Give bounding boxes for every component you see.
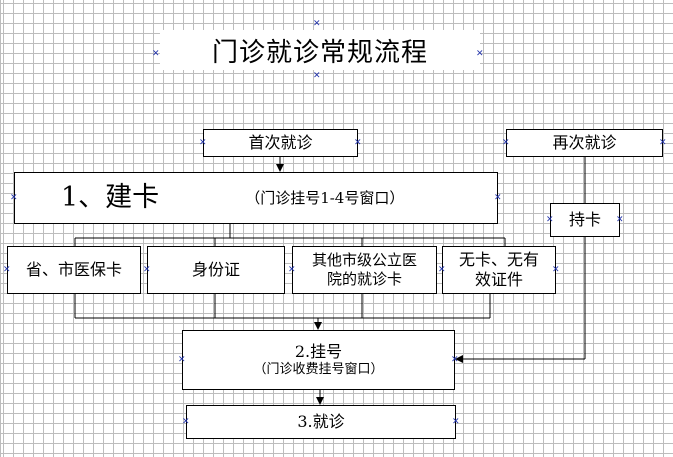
build-card-node: 1、建卡 （门诊挂号1-4号窗口） [14,172,498,224]
handle-mark: ✕ [143,265,151,275]
first-visit-node: 首次就诊 [203,129,358,157]
handle-mark: ✕ [452,417,460,427]
id-card-label: 身份证 [191,260,240,279]
handle-mark: ✕ [313,71,321,81]
revisit-node: 再次就诊 [506,129,663,157]
handle-mark: ✕ [502,138,510,148]
handle-mark: ✕ [546,215,554,225]
handle-mark: ✕ [659,138,667,148]
id-card-node: 身份证 [147,246,285,294]
revisit-label: 再次就诊 [552,133,617,152]
hold-card-node: 持卡 [550,203,620,237]
provincial-card-label: 省、市医保卡 [25,260,122,279]
first-visit-label: 首次就诊 [248,133,313,152]
handle-mark: ✕ [616,215,624,225]
handle-mark: ✕ [552,265,560,275]
no-card-node: 无卡、无有 效证件 [442,246,556,294]
consult-label: 3.就诊 [297,412,345,431]
build-card-label: 1、建卡 [61,182,160,214]
other-hospital-card-node: 其他市级公立医 院的就诊卡 [292,246,437,294]
handle-mark: ✕ [182,417,190,427]
no-card-line1: 无卡、无有 [458,250,539,269]
handle-mark: ✕ [494,193,502,203]
handle-mark: ✕ [152,49,160,59]
register-node: 2.挂号 （门诊收费挂号窗口） [182,330,455,390]
hold-card-label: 持卡 [568,210,601,229]
handle-mark: ✕ [178,355,186,365]
handle-mark: ✕ [10,193,18,203]
handle-mark: ✕ [3,265,11,275]
handle-mark: ✕ [451,355,459,365]
other-card-line2: 院的就诊卡 [326,270,402,288]
handle-mark: ✕ [438,265,446,275]
handle-mark: ✕ [199,138,207,148]
handle-mark: ✕ [354,138,362,148]
handle-mark: ✕ [288,265,296,275]
register-note: （门诊收费挂号窗口） [253,361,384,377]
build-card-note: （门诊挂号1-4号窗口） [245,188,405,207]
consult-node: 3.就诊 [186,405,456,439]
provincial-card-node: 省、市医保卡 [7,246,141,294]
diagram-title: 门诊就诊常规流程 [160,30,480,70]
handle-mark: ✕ [313,19,321,29]
other-card-line1: 其他市级公立医 [311,251,417,270]
no-card-line2: 效证件 [474,270,523,289]
handle-mark: ✕ [476,49,484,59]
register-label: 2.挂号 [294,341,343,361]
